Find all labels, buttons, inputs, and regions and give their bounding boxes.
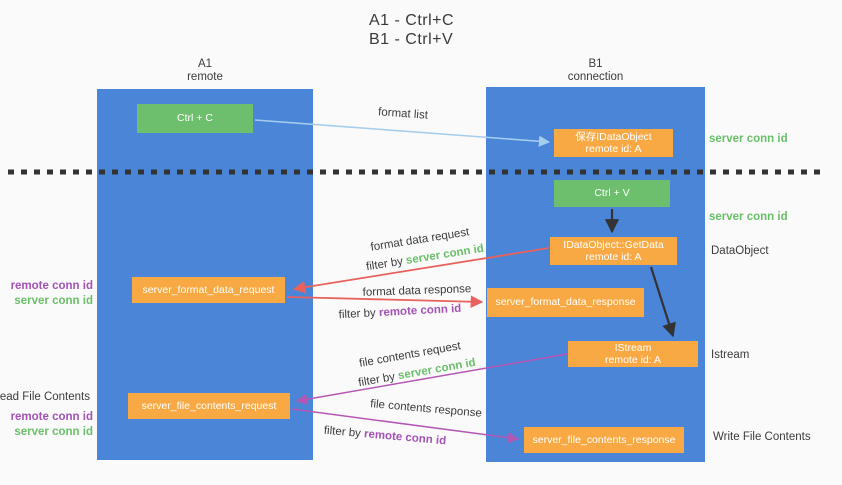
- server-conn-id-left-top: server conn id: [14, 295, 93, 307]
- server-conn-id-left-bottom: server conn id: [14, 426, 93, 438]
- remote-conn-id-text: remote conn id: [363, 428, 447, 448]
- right-lane-role: connection: [567, 71, 624, 83]
- istream-label: IStream: [614, 341, 652, 354]
- format-data-response-label: format data response: [362, 283, 471, 299]
- file-contents-response-text: file contents response: [369, 398, 483, 420]
- dataobject-label: DataObject: [711, 245, 769, 257]
- server-file-contents-request-label: server_file_contents_request: [141, 399, 277, 412]
- read-file-contents-label: Read File Contents: [0, 391, 90, 403]
- istream-side-label: Istream: [711, 349, 750, 361]
- ctrl-c-node: Ctrl + C: [137, 104, 253, 133]
- format-list-label: format list: [378, 106, 429, 121]
- filter-by-text: filter by: [338, 307, 377, 322]
- filter-by-remote-conn-id-label-top: filter by remote conn id: [338, 303, 461, 321]
- server-file-contents-response-node: server_file_contents_response: [524, 427, 684, 453]
- filter-by-text: filter by: [365, 255, 404, 274]
- server-format-data-response-node: server_format_data_response: [487, 288, 644, 317]
- filter-by-text: filter by: [357, 370, 397, 390]
- server-format-data-response-label: server_format_data_response: [495, 296, 636, 309]
- getdata-label: IDataObject::GetData: [563, 238, 664, 251]
- filter-by-text: filter by: [323, 424, 362, 440]
- filter-by-remote-conn-id-label-bottom: filter by remote conn id: [323, 425, 446, 448]
- left-conn-id-block-top: remote conn id server conn id: [11, 279, 93, 309]
- remote-conn-id-left-top: remote conn id: [10, 280, 93, 292]
- save-idataobject-node: 保存IDataObject remote id: A: [554, 129, 673, 157]
- istream-remote-id: remote id: A: [604, 354, 662, 366]
- server-conn-id-right-top: server conn id: [709, 133, 788, 145]
- idataobject-getdata-node: IDataObject::GetData remote id: A: [550, 237, 677, 265]
- diagram-title: A1 - Ctrl+C B1 - Ctrl+V: [369, 11, 454, 49]
- ctrl-v-label: Ctrl + V: [594, 187, 630, 200]
- save-idataobject-remote-id: remote id: A: [585, 143, 642, 155]
- save-idataobject-label: 保存IDataObject: [575, 130, 652, 143]
- istream-node: IStream remote id: A: [568, 341, 698, 367]
- left-lane-header: A1 remote: [97, 58, 313, 84]
- write-file-contents-label: Write File Contents: [713, 431, 811, 443]
- right-lane-header: B1 connection: [486, 58, 705, 84]
- title-line-2: B1 - Ctrl+V: [369, 31, 454, 48]
- remote-conn-id-text: remote conn id: [378, 302, 462, 320]
- remote-conn-id-left-bottom: remote conn id: [10, 411, 93, 423]
- server-file-contents-request-node: server_file_contents_request: [128, 393, 290, 419]
- left-lane-name: A1: [197, 58, 213, 70]
- server-format-data-request-node: server_format_data_request: [132, 277, 285, 303]
- ctrl-c-label: Ctrl + C: [177, 112, 213, 125]
- server-format-data-request-label: server_format_data_request: [142, 283, 275, 296]
- left-conn-id-block-bottom: remote conn id server conn id: [11, 410, 93, 440]
- format-list-text: format list: [377, 106, 429, 122]
- right-lane-name: B1: [588, 58, 603, 70]
- left-lane-role: remote: [187, 71, 223, 83]
- title-line-1: A1 - Ctrl+C: [369, 12, 455, 29]
- getdata-remote-id: remote id: A: [585, 251, 642, 263]
- format-data-response-text: format data response: [362, 283, 472, 299]
- server-conn-id-right-mid: server conn id: [709, 211, 788, 223]
- server-file-contents-response-label: server_file_contents_response: [532, 433, 676, 446]
- ctrl-v-node: Ctrl + V: [554, 180, 670, 207]
- file-contents-response-label: file contents response: [370, 398, 482, 420]
